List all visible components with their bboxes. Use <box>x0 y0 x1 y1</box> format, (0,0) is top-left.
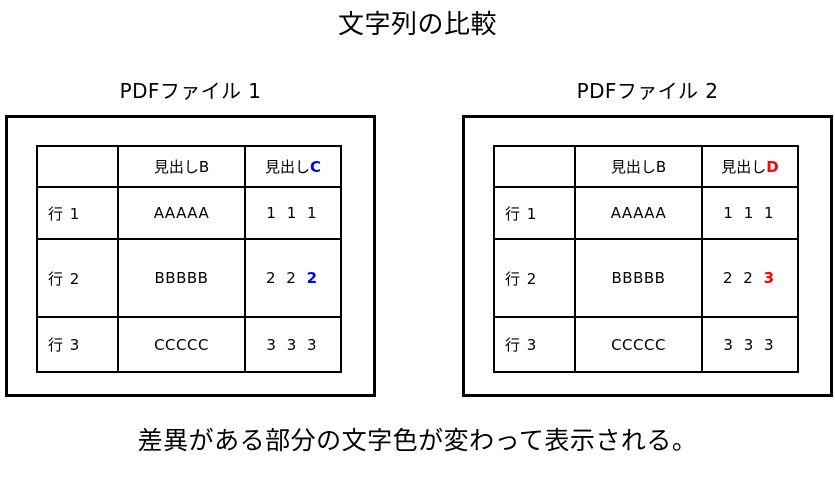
header-cell-c-diff: C <box>310 158 322 176</box>
header-cell-d-diff: D <box>766 158 779 176</box>
row-number-plain: 2 2 <box>265 269 307 287</box>
row-text: CCCCC <box>574 316 703 373</box>
row-text: CCCCC <box>117 316 246 373</box>
row-number: 2 2 3 <box>701 238 799 318</box>
table-header-row: 見出しB 見出しD <box>493 145 799 188</box>
pdf-panel-1: PDFファイル 1 見出しB 見出しC 行 1 AAAAA 1 1 1 行 2 <box>5 78 376 397</box>
row-number: 1 1 1 <box>244 186 342 240</box>
table-row: 行 2 BBBBB 2 2 3 <box>493 238 799 318</box>
row-text: BBBBB <box>117 238 246 318</box>
footer-note: 差異がある部分の文字色が変わって表示される。 <box>137 426 698 455</box>
page-title: 文字列の比較 <box>337 10 497 40</box>
header-cell-c-plain: 見出し <box>264 158 310 176</box>
table-row: 行 3 CCCCC 3 3 3 <box>493 316 799 373</box>
row-number: 2 2 2 <box>244 238 342 318</box>
header-cell-c: 見出しC <box>244 145 342 188</box>
pdf-page-frame-1: 見出しB 見出しC 行 1 AAAAA 1 1 1 行 2 BBBBB 2 2 … <box>5 115 376 397</box>
header-cell-d: 見出しD <box>701 145 799 188</box>
row-number: 3 3 3 <box>244 316 342 373</box>
row-label: 行 2 <box>36 238 119 318</box>
header-cell-b: 見出しB <box>117 145 246 188</box>
row-number-diff: 3 <box>763 269 778 287</box>
header-cell-b: 見出しB <box>574 145 703 188</box>
pdf-panel-2-caption: PDFファイル 2 <box>576 79 719 103</box>
table-row: 行 1 AAAAA 1 1 1 <box>36 186 342 240</box>
row-label: 行 2 <box>493 238 576 318</box>
row-label: 行 1 <box>493 186 576 240</box>
comparison-table-1: 見出しB 見出しC 行 1 AAAAA 1 1 1 行 2 BBBBB 2 2 … <box>36 145 342 373</box>
table-row: 行 3 CCCCC 3 3 3 <box>36 316 342 373</box>
row-number: 3 3 3 <box>701 316 799 373</box>
pdf-page-frame-2: 見出しB 見出しD 行 1 AAAAA 1 1 1 行 2 BBBBB 2 2 … <box>462 115 833 397</box>
row-text: BBBBB <box>574 238 703 318</box>
row-label: 行 3 <box>493 316 576 373</box>
row-text: AAAAA <box>117 186 246 240</box>
table-row: 行 2 BBBBB 2 2 2 <box>36 238 342 318</box>
header-cell-blank <box>36 145 119 188</box>
row-number-plain: 1 1 1 <box>266 204 320 222</box>
row-label: 行 3 <box>36 316 119 373</box>
header-cell-d-plain: 見出し <box>721 158 767 176</box>
row-number-diff: 2 <box>306 269 321 287</box>
row-number-plain: 3 3 3 <box>266 335 320 354</box>
table-header-row: 見出しB 見出しC <box>36 145 342 188</box>
comparison-table-2: 見出しB 見出しD 行 1 AAAAA 1 1 1 行 2 BBBBB 2 2 … <box>493 145 799 373</box>
row-text: AAAAA <box>574 186 703 240</box>
row-number-plain: 3 3 3 <box>723 335 777 354</box>
pdf-panel-1-caption: PDFファイル 1 <box>119 79 262 103</box>
header-cell-blank <box>493 145 576 188</box>
row-number: 1 1 1 <box>701 186 799 240</box>
pdf-panel-2: PDFファイル 2 見出しB 見出しD 行 1 AAAAA 1 1 1 行 2 <box>462 78 833 397</box>
row-label: 行 1 <box>36 186 119 240</box>
row-number-plain: 1 1 1 <box>723 204 777 222</box>
row-number-plain: 2 2 <box>722 269 764 287</box>
table-row: 行 1 AAAAA 1 1 1 <box>493 186 799 240</box>
